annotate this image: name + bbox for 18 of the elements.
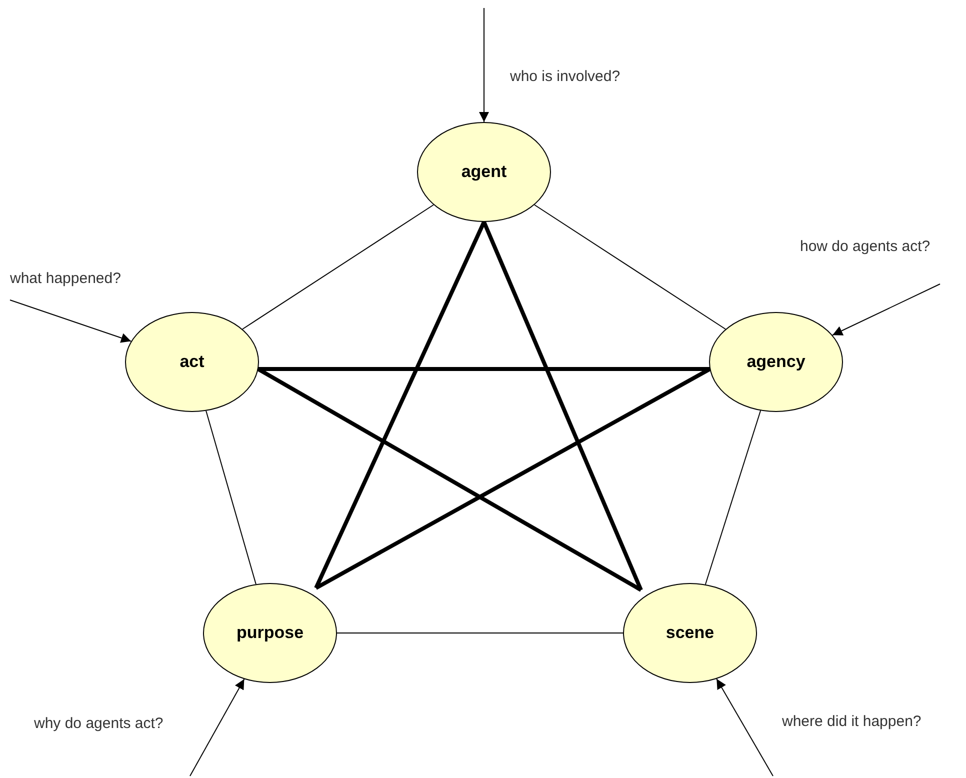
star-line xyxy=(314,221,486,589)
connector-line xyxy=(704,410,762,585)
connector-line xyxy=(534,204,726,330)
arrow xyxy=(716,678,774,776)
arrow xyxy=(832,284,940,336)
star-line xyxy=(482,221,643,591)
arrow xyxy=(190,678,245,776)
node-label: scene xyxy=(666,622,714,644)
node-label: act xyxy=(180,351,204,374)
star-line xyxy=(258,367,710,371)
connector-line xyxy=(206,410,256,585)
arrow xyxy=(479,8,489,122)
connector-line xyxy=(242,204,434,330)
arrow xyxy=(10,300,132,343)
connector-line xyxy=(336,632,624,634)
node-label: agency xyxy=(746,351,806,374)
node-label: purpose xyxy=(236,622,304,644)
node-label: agent xyxy=(461,161,507,184)
